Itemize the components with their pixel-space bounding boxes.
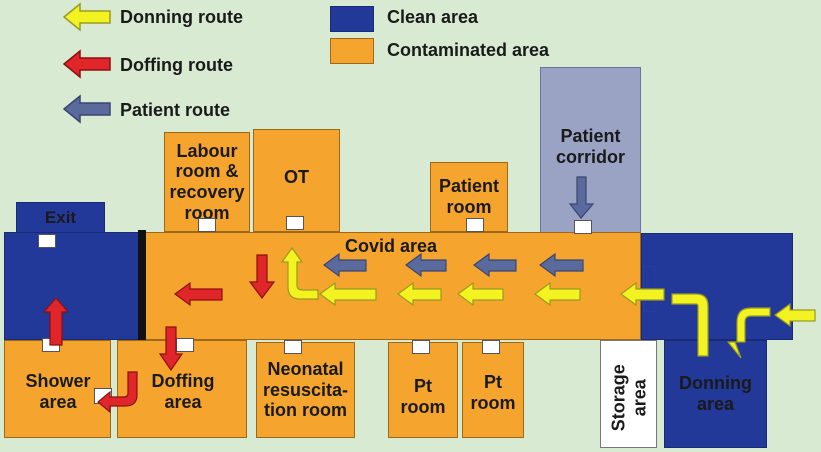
- pt-room-2: Pt room: [462, 342, 524, 438]
- legend-doffing-label: Doffing route: [120, 55, 233, 75]
- neonatal-room: Neonatal resuscita- tion room: [256, 342, 355, 438]
- doffing-up-arrow-icon: [42, 297, 70, 346]
- doffing-arrow-icon: [173, 281, 223, 307]
- clean-area-left: [4, 232, 143, 340]
- labour-room-label: Labour room & recovery room: [169, 140, 245, 223]
- patient-arrow-icon: [322, 252, 367, 278]
- legend-patient-label: Patient route: [120, 100, 231, 120]
- covid-corridor: [143, 232, 641, 340]
- patient-route-arrows: [322, 176, 595, 278]
- legend-contaminated-label: Contaminated area: [387, 40, 550, 60]
- legend-clean-label: Clean area: [387, 7, 479, 27]
- legend-donning-arrow-icon: [62, 2, 111, 32]
- legend-doffing-arrow-icon: [62, 49, 111, 79]
- shower-area-label: Shower area: [25, 371, 91, 412]
- pt-room-1: Pt room: [388, 342, 458, 438]
- labour-door: [198, 218, 216, 232]
- donning-arrow-icon: [396, 281, 442, 307]
- legend-donning-label: Donning route: [120, 7, 243, 27]
- clean-area-right: [641, 233, 793, 340]
- covid-area-label: Covid area: [345, 236, 438, 256]
- ot-door: [286, 216, 304, 230]
- pt-room-2-door: [482, 340, 500, 354]
- donning-arrow-icon: [533, 281, 581, 307]
- pt-room-1-label: Pt room: [400, 376, 446, 417]
- donning-curve-arrow-icon: [280, 246, 319, 300]
- exit-area: Exit: [16, 202, 105, 234]
- ot-room: OT: [253, 129, 340, 232]
- doffing-turn-arrow-icon: [97, 371, 138, 414]
- corridor-door: [574, 220, 592, 234]
- ot-room-label: OT: [284, 167, 309, 188]
- legend-patient-arrow-icon: [62, 94, 111, 124]
- labour-room: Labour room & recovery room: [164, 132, 250, 232]
- pt-room-1-door: [412, 340, 430, 354]
- donning-area: Donning area: [664, 340, 767, 448]
- patient-room-door: [466, 218, 484, 232]
- donning-entry-arrow-icon: [773, 302, 816, 328]
- legend-contaminated-swatch: [330, 38, 374, 64]
- donning-route-arrows: [280, 246, 816, 359]
- patient-arrow-icon: [472, 252, 517, 278]
- donning-arrow-icon: [619, 281, 665, 307]
- donning-area-label: Donning area: [679, 373, 752, 414]
- doffing-down-arrow-icon: [158, 326, 184, 372]
- patient-arrow-icon: [404, 252, 447, 278]
- donning-arrow-icon: [318, 281, 377, 307]
- storage-area: Storage area: [600, 340, 657, 448]
- patient-arrow-icon: [538, 252, 584, 278]
- doffing-down-arrow-icon: [248, 254, 276, 299]
- exit-label: Exit: [44, 208, 77, 228]
- patient-room-label: Patient room: [438, 176, 499, 217]
- shower-area: Shower area: [4, 340, 111, 438]
- donning-turn-arrow-icon: [671, 293, 709, 357]
- pt-room-2-label: Pt room: [470, 372, 516, 413]
- neonatal-room-label: Neonatal resuscita- tion room: [262, 358, 349, 421]
- donning-arrow-icon: [456, 281, 504, 307]
- doffing-area: Doffing area: [117, 340, 247, 438]
- doffing-route-arrows: [42, 254, 276, 414]
- patient-corridor-label: Patient corridor: [555, 126, 625, 167]
- legend-clean-swatch: [330, 6, 374, 32]
- barrier-wall: [138, 230, 146, 340]
- neonatal-door: [284, 340, 302, 354]
- exit-door: [38, 234, 56, 248]
- doffing-area-label: Doffing area: [151, 371, 215, 412]
- donning-up-arrow-icon: [726, 307, 771, 359]
- patient-down-arrow-icon: [568, 176, 595, 219]
